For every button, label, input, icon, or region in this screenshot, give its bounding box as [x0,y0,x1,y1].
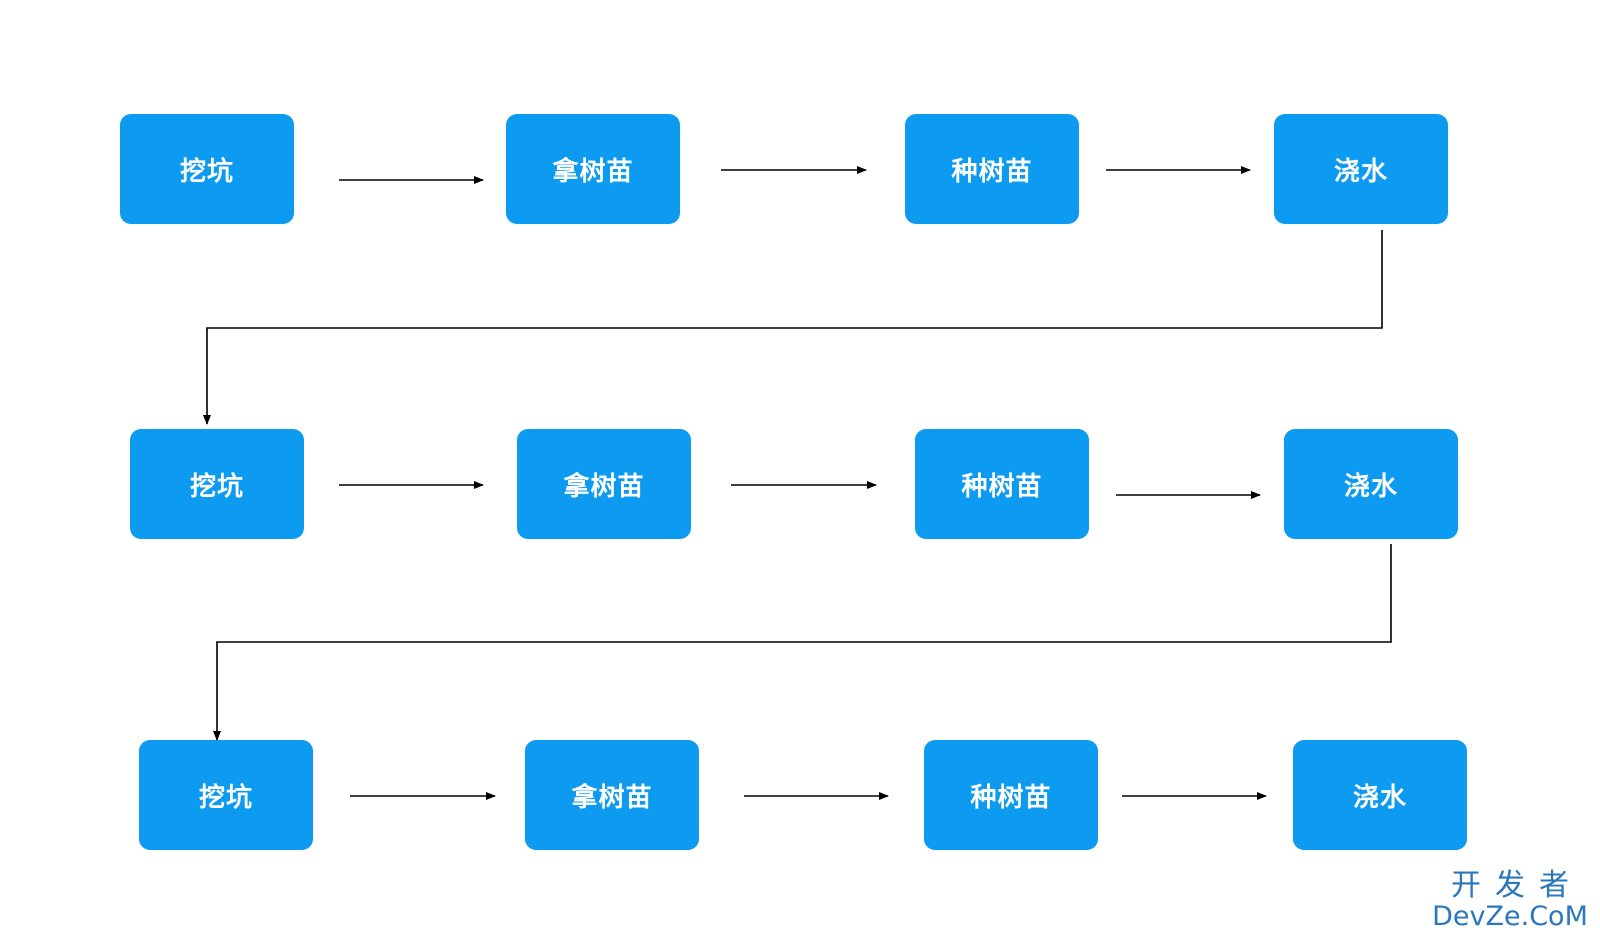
node-row1-dig-hole: 挖坑 [120,114,294,224]
node-row3-water: 浇水 [1293,740,1467,850]
node-row2-dig-hole: 挖坑 [130,429,304,539]
watermark-en: DevZe.CoM [1432,901,1588,932]
watermark-cn: 开发者 [1451,868,1583,903]
node-row3-dig-hole: 挖坑 [139,740,313,850]
node-row1-water: 浇水 [1274,114,1448,224]
node-row2-plant-sapling: 种树苗 [915,429,1089,539]
node-row3-get-sapling: 拿树苗 [525,740,699,850]
arrow-row2-to-row3 [213,544,1392,741]
node-row1-plant-sapling: 种树苗 [905,114,1079,224]
node-row2-get-sapling: 拿树苗 [517,429,691,539]
node-row3-plant-sapling: 种树苗 [924,740,1098,850]
watermark-logo: 开发者 DevZe.CoM [1430,871,1590,932]
arrow-row1-to-row2 [203,230,1383,425]
node-row1-get-sapling: 拿树苗 [506,114,680,224]
node-row2-water: 浇水 [1284,429,1458,539]
